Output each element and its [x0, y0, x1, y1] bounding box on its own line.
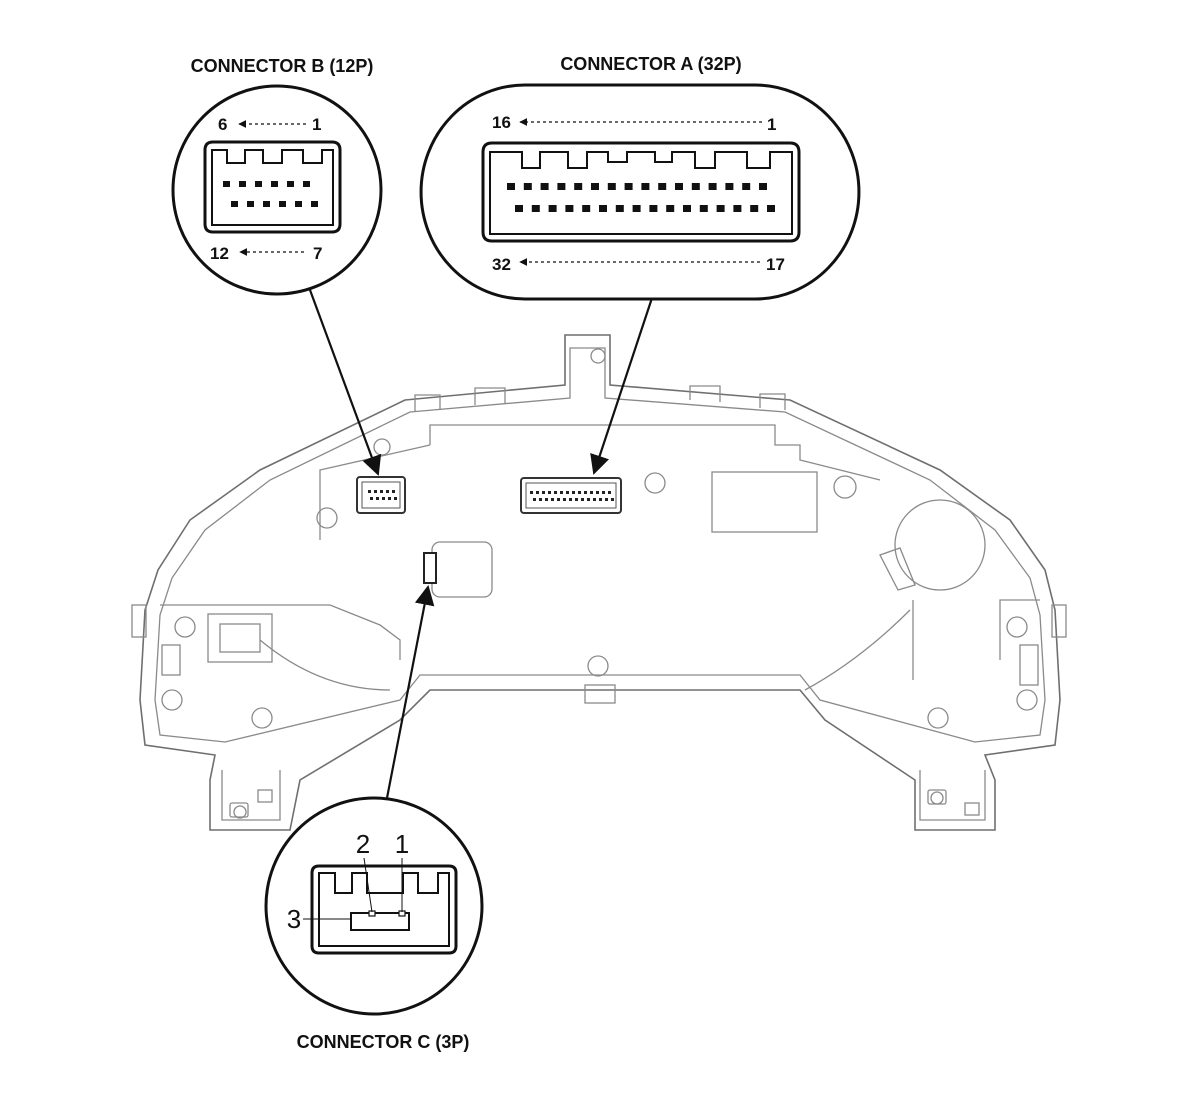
connector-a-pin-slot — [615, 205, 624, 212]
connector-a-pin-slot — [632, 205, 641, 212]
connector-a-pin-slot — [767, 205, 775, 212]
connector-a-pin-slot — [540, 183, 549, 190]
connector-c-pin-2: 2 — [356, 829, 370, 859]
connector-a-pin-slot — [582, 205, 591, 212]
leader-arrow-b — [308, 289, 382, 476]
connector-a-pin-slot — [699, 205, 708, 212]
connector-c-callout: 2 1 3 CONNECTOR C (3P) — [264, 796, 484, 1052]
connector-b-title: CONNECTOR B (12P) — [191, 56, 374, 76]
connector-a-pin-slot — [733, 205, 742, 212]
connector-a-pin-17: 17 — [766, 255, 785, 274]
connector-a-pin-slot — [691, 183, 700, 190]
connector-c-title: CONNECTOR C (3P) — [297, 1032, 470, 1052]
connector-a-pin-slot — [759, 183, 767, 190]
connector-b-pin-7: 7 — [313, 244, 322, 263]
connector-a-pin-slot — [565, 205, 574, 212]
connector-b-pin-1: 1 — [312, 115, 321, 134]
connector-b-pin-12: 12 — [210, 244, 229, 263]
leader-arrow-a — [590, 297, 654, 475]
connector-a-pin-slot — [649, 205, 658, 212]
connector-a-pin-slot — [716, 205, 725, 212]
cluster-connector-b — [356, 476, 406, 514]
gauge-cluster-housing — [131, 334, 1067, 831]
connector-a-pin-slot — [658, 183, 667, 190]
connector-a-pin-slot — [515, 205, 523, 212]
leader-arrow-c — [385, 585, 435, 799]
connector-a-pin-slot — [750, 205, 759, 212]
connector-a-pin-slot — [742, 183, 751, 190]
connector-a-pin-32: 32 — [492, 255, 511, 274]
connector-a-pin-slot — [531, 205, 540, 212]
connector-a-pin-slot — [507, 183, 515, 190]
connector-a-pin-slot — [557, 183, 566, 190]
connector-a-pin-slot — [641, 183, 650, 190]
connector-c-pin-1: 1 — [395, 829, 409, 859]
connector-b-callout: CONNECTOR B (12P) 6 1 12 7 — [171, 56, 383, 296]
connector-b-pin-6: 6 — [218, 115, 227, 134]
connector-a-pin-slot — [548, 205, 557, 212]
connector-c-pin-3: 3 — [287, 904, 301, 934]
connector-a-pin-1: 1 — [767, 115, 776, 134]
connector-a-pin-slot — [599, 205, 607, 212]
connector-a-pin-slot — [708, 183, 717, 190]
connector-a-pin-slot — [666, 205, 675, 212]
connector-a-pin-slot — [523, 183, 532, 190]
connector-a-callout: CONNECTOR A (32P) 16 1 32 17 — [419, 54, 861, 301]
connector-a-pin-slot — [725, 183, 734, 190]
connector-a-pin-slot — [624, 183, 633, 190]
cluster-connector-a — [520, 477, 622, 514]
connector-a-pin-slot — [683, 205, 691, 212]
connector-a-pin-slot — [591, 183, 599, 190]
connector-a-pin-slot — [574, 183, 583, 190]
connector-a-pin-slot — [607, 183, 616, 190]
connector-a-title: CONNECTOR A (32P) — [560, 54, 741, 74]
cluster-connector-c — [423, 552, 437, 584]
connector-a-pin-slot — [675, 183, 683, 190]
connector-a-pin-16: 16 — [492, 113, 511, 132]
